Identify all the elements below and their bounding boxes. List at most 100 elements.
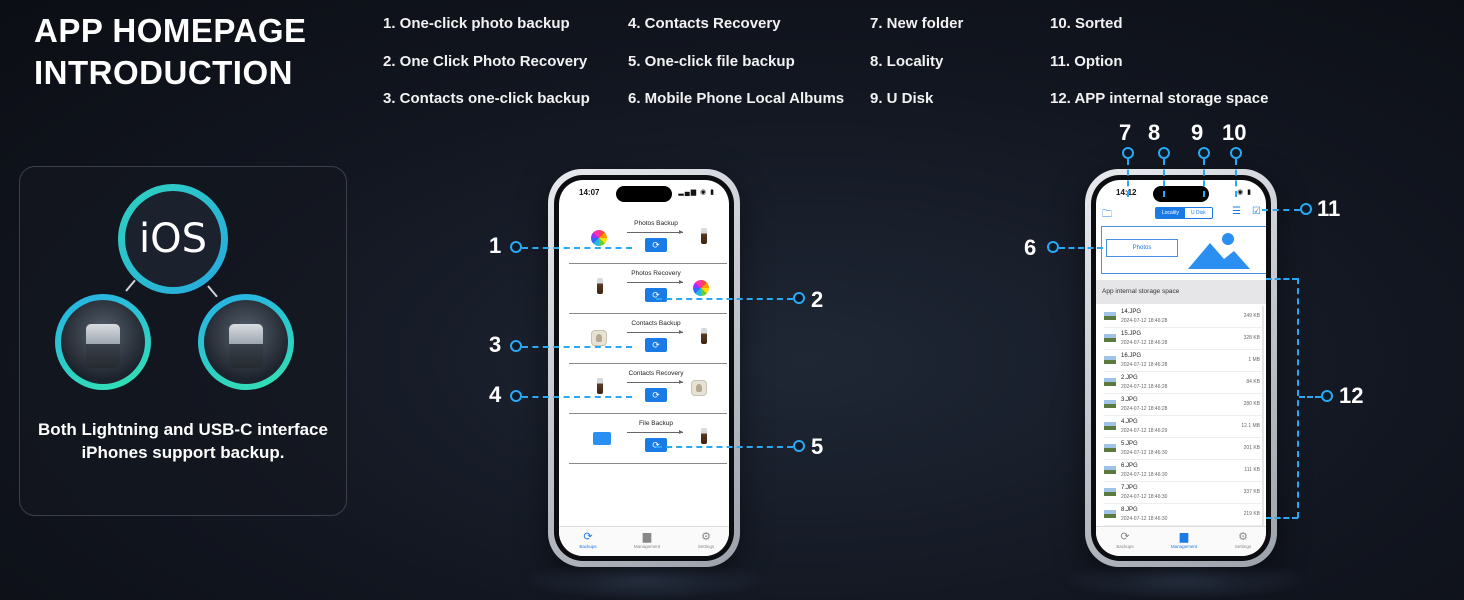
callout-11-dot — [1300, 203, 1312, 215]
callout-12-bracket-bottom — [1266, 517, 1298, 519]
callout-2-dot — [793, 292, 805, 304]
file-size: 1 MB — [1248, 357, 1260, 363]
callout-2-line — [656, 298, 793, 300]
arrow-icon — [627, 230, 683, 234]
arrow-icon — [627, 380, 683, 384]
status-time: 14:07 — [579, 188, 600, 197]
file-date: 2024-07-12 18:46:28 — [1121, 318, 1168, 324]
file-size: 111 KB — [1244, 467, 1260, 473]
file-size: 12.1 MB — [1241, 423, 1260, 429]
tab-management[interactable]: ▆ Management — [622, 531, 672, 549]
callout-2: 2 — [811, 287, 824, 312]
title-line-1: APP HOMEPAGE — [34, 12, 307, 49]
legend-item-12: 12. APP internal storage space — [1050, 90, 1269, 107]
support-text: Both Lightning and USB-C interface iPhon… — [19, 418, 347, 464]
file-backup-row: File Backup ⟳ — [569, 418, 727, 464]
contacts-icon — [691, 380, 707, 396]
callout-8-dot — [1158, 147, 1170, 159]
file-date: 2024-07-12 18:46:29 — [1121, 428, 1168, 434]
contacts-backup-row: Contacts Backup ⟳ — [569, 318, 727, 364]
refresh-icon: ⟳ — [583, 531, 593, 543]
callout-9: 9 — [1191, 120, 1204, 145]
callout-11: 11 — [1317, 196, 1341, 221]
file-date: 2024-07-12 18:46:30 — [1121, 450, 1168, 456]
image-thumbnail-icon — [1104, 466, 1116, 474]
callout-10-line — [1235, 159, 1237, 197]
callout-5-line — [656, 446, 793, 448]
lightning-connector-icon — [55, 294, 151, 390]
image-thumbnail-icon — [1104, 312, 1116, 320]
file-date: 2024-07-12 18:46:28 — [1121, 406, 1168, 412]
tab-backups[interactable]: ⟳ Backups — [1100, 531, 1150, 549]
tab-backups[interactable]: ⟳ Backups — [563, 531, 613, 549]
callout-12: 12 — [1339, 383, 1364, 408]
callout-3-line — [522, 346, 632, 348]
phone-management: 14:12 ◉ ▮ 🗀 Locality U Disk ☰ ☑ Photos A… — [1085, 169, 1277, 567]
file-size: 84 KB — [1246, 379, 1260, 385]
source-segmented-control: Locality U Disk — [1155, 207, 1213, 219]
new-folder-icon[interactable]: 🗀 — [1102, 209, 1112, 220]
file-size: 337 KB — [1243, 489, 1260, 495]
file-name: 15.JPG — [1121, 331, 1142, 337]
gear-icon: ⚙ — [701, 531, 711, 543]
contacts-recovery-button[interactable]: ⟳ — [645, 388, 667, 402]
page-title: APP HOMEPAGE INTRODUCTION — [34, 10, 354, 94]
folder-icon — [593, 432, 611, 445]
callout-4: 4 — [489, 382, 502, 407]
status-icons: ◉ ▮ — [1237, 189, 1252, 196]
tab-settings[interactable]: ⚙ Settings — [681, 531, 729, 549]
callout-1: 1 — [489, 233, 502, 258]
file-name: 8.JPG — [1121, 507, 1138, 513]
legend-item-6: 6. Mobile Phone Local Albums — [628, 90, 845, 107]
tab-settings[interactable]: ⚙ Settings — [1218, 531, 1266, 549]
file-name: 4.JPG — [1121, 419, 1138, 425]
u-disk-tab[interactable]: U Disk — [1184, 208, 1212, 218]
file-row[interactable]: 4.JPG 2024-07-12 18:46:29 12.1 MB — [1104, 416, 1264, 438]
photos-icon — [693, 280, 709, 296]
status-icons: ▂▄▆ ◉ ▮ — [678, 189, 715, 196]
callout-4-dot — [510, 390, 522, 402]
sort-icon[interactable]: ☰ — [1232, 206, 1241, 217]
dynamic-island — [616, 186, 672, 202]
local-albums-card[interactable]: Photos — [1101, 226, 1266, 274]
folder-icon: ▆ — [1179, 531, 1189, 543]
usb-drive-icon — [701, 428, 707, 444]
ios-badge-label: iOS — [125, 191, 221, 287]
locality-tab[interactable]: Locality — [1156, 208, 1185, 218]
file-name: 16.JPG — [1121, 353, 1142, 359]
contacts-backup-button[interactable]: ⟳ — [645, 338, 667, 352]
tab-management[interactable]: ▆ Management — [1159, 531, 1209, 549]
file-name: 6.JPG — [1121, 463, 1138, 469]
scrollbar[interactable] — [1262, 306, 1264, 526]
callout-6: 6 — [1024, 235, 1037, 260]
backups-screen: 14:07 ▂▄▆ ◉ ▮ Photos Backup ⟳ Photos Rec… — [559, 180, 729, 556]
arrow-icon — [627, 430, 683, 434]
tab-backups-label: Backups — [1116, 544, 1134, 549]
contacts-recovery-row: Contacts Recovery ⟳ — [569, 368, 727, 414]
photos-backup-button[interactable]: ⟳ — [645, 238, 667, 252]
callout-4-line — [522, 396, 632, 398]
photos-icon — [591, 230, 607, 246]
phone-backups: 14:07 ▂▄▆ ◉ ▮ Photos Backup ⟳ Photos Rec… — [548, 169, 740, 567]
select-option-icon[interactable]: ☑ — [1252, 206, 1261, 217]
usb-c-connector-icon — [198, 294, 294, 390]
file-name: 14.JPG — [1121, 309, 1142, 315]
file-backup-button[interactable]: ⟳ — [645, 438, 667, 452]
tab-settings-label: Settings — [697, 544, 715, 549]
callout-8: 8 — [1148, 120, 1161, 145]
callout-11-line — [1262, 209, 1300, 211]
support-line-1: Both Lightning and USB-C interface — [38, 420, 328, 439]
file-size: 328 KB — [1243, 335, 1260, 341]
photos-backup-row: Photos Backup ⟳ — [569, 218, 727, 264]
file-date: 2024-07-12 18:46:28 — [1121, 384, 1168, 390]
image-thumbnail-icon — [1104, 356, 1116, 364]
